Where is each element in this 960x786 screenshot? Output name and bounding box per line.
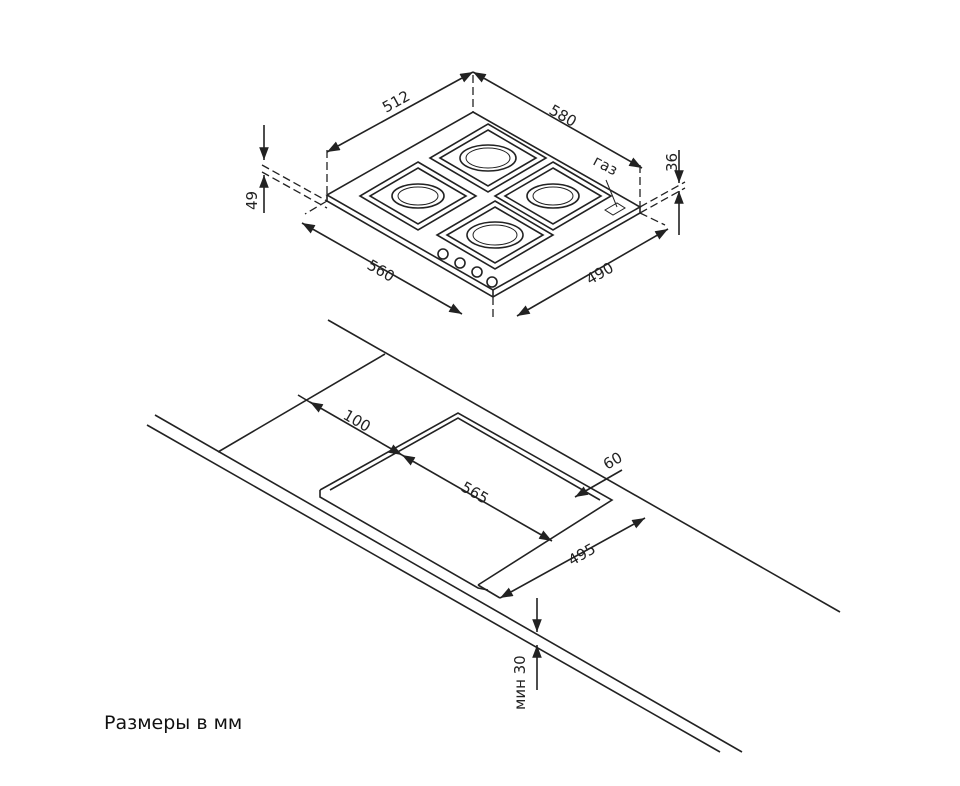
dim-512: 512 (379, 87, 413, 117)
dim-min-30: мин 30 (511, 655, 529, 710)
dim-490: 490 (583, 259, 617, 289)
dim-495: 495 (565, 540, 599, 570)
control-knobs (437, 248, 498, 288)
dim-580: 580 (546, 101, 580, 131)
gas-label: газ (590, 152, 621, 180)
countertop-drawing (146, 319, 841, 753)
units-caption: Размеры в мм (104, 712, 243, 734)
dim-100: 100 (340, 406, 374, 436)
hob-drawing (259, 71, 686, 318)
dim-49: 49 (243, 191, 261, 210)
dim-36: 36 (663, 153, 681, 172)
burner-grates (358, 123, 613, 270)
